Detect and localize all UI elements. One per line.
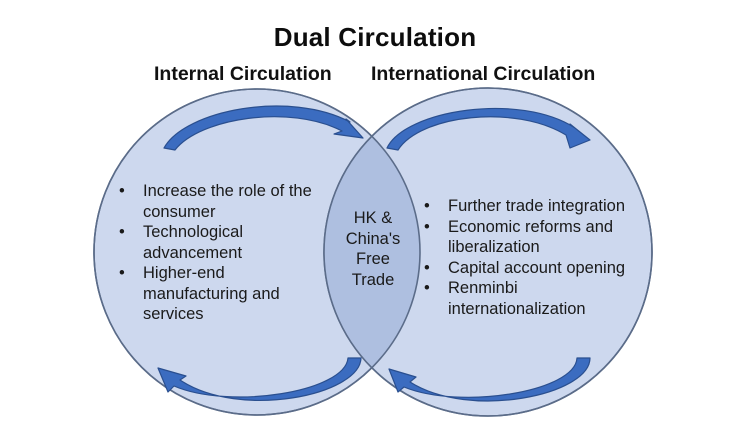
list-item-text: Capital account opening	[448, 258, 626, 277]
counterclockwise-arrow-icon	[157, 357, 362, 401]
bullet-icon: •	[119, 264, 125, 282]
bullet-icon: •	[424, 197, 430, 215]
list-item: • Increase the role of the consumer	[117, 181, 332, 222]
internal-circulation-heading: Internal Circulation	[154, 63, 332, 85]
intersection-label: HK & China's Free Trade	[345, 209, 401, 289]
list-item: • Technological advancement	[117, 222, 332, 263]
clockwise-arrow-icon	[163, 105, 364, 151]
list-item: • Higher-end manufacturing and services	[117, 263, 332, 325]
list-item: • Renminbi internationalization	[422, 278, 657, 319]
bullet-icon: •	[119, 223, 125, 241]
counterclockwise-arrow-icon	[388, 357, 591, 402]
international-circulation-heading: International Circulation	[371, 63, 596, 85]
bullet-icon: •	[424, 279, 430, 297]
list-item-text: Renminbi internationalization	[448, 279, 586, 318]
list-item: • Economic reforms and liberalization	[422, 217, 657, 258]
list-item-text: Technological advancement	[143, 223, 243, 262]
diagram-title: Dual Circulation	[273, 22, 477, 52]
bullet-icon: •	[424, 258, 430, 277]
internal-circulation-list: • Increase the role of the consumer • Te…	[117, 181, 332, 325]
bullet-icon: •	[119, 182, 125, 200]
list-item: • Capital account opening	[422, 258, 657, 279]
international-circulation-list: • Further trade integration • Economic r…	[422, 196, 657, 319]
list-item-text: Higher-end manufacturing and services	[143, 264, 280, 323]
list-item-text: Increase the role of the consumer	[143, 182, 312, 221]
clockwise-arrow-icon	[386, 107, 591, 151]
list-item-text: Further trade integration	[448, 197, 626, 215]
list-item: • Further trade integration	[422, 196, 657, 217]
bullet-icon: •	[424, 217, 430, 236]
list-item-text: Economic reforms and liberalization	[448, 217, 614, 257]
